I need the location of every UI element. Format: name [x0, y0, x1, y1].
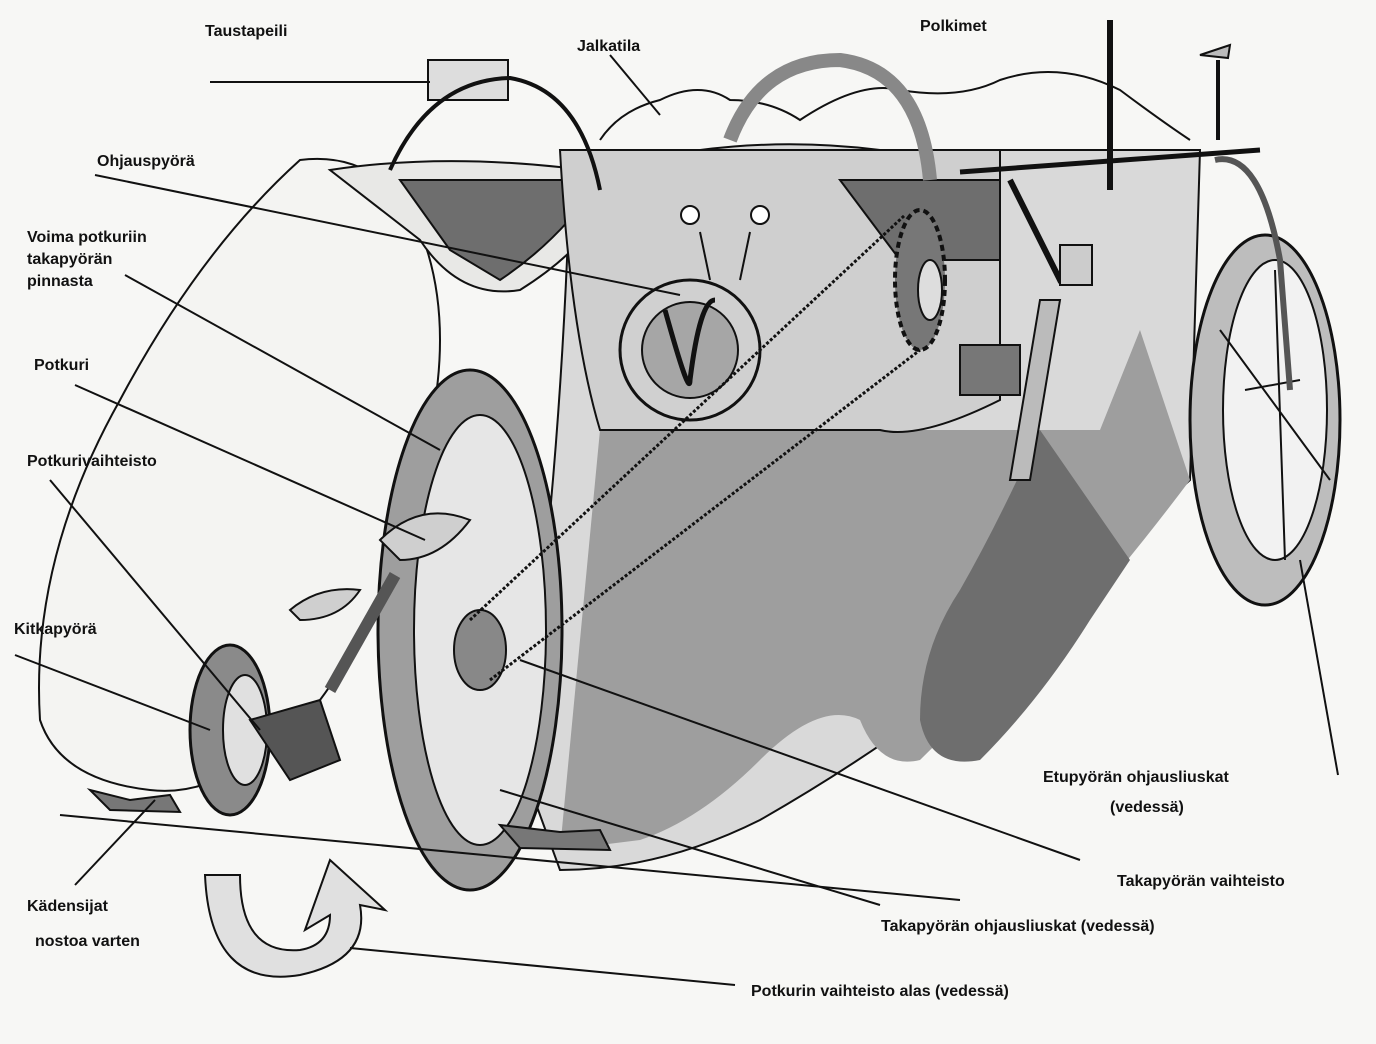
mirror-arc [388, 75, 602, 191]
chain-lower [489, 348, 921, 682]
label-voima-line2: takapyörän [27, 251, 113, 268]
leader-potkurin-vaihteisto [349, 947, 736, 986]
label-potkurin-vaihteisto: Potkurin vaihteisto alas (vedessä) [751, 983, 1009, 1000]
label-polkimet: Polkimet [920, 18, 987, 35]
label-etupyoran-line1: Etupyörän ohjausliuskat [1043, 769, 1229, 786]
label-kadensijat-line2: nostoa varten [35, 933, 140, 950]
leader-potkuri [74, 384, 426, 541]
label-etupyoran-line2: (vedessä) [1110, 799, 1184, 816]
label-takapyoran-ohjausliuskat: Takapyörän ohjausliuskat (vedessä) [881, 918, 1155, 935]
gear-block [959, 344, 1021, 396]
face-lines [699, 231, 751, 281]
steering-wheel-spokes [662, 297, 716, 387]
eye-right [750, 205, 770, 225]
crank-arm [1008, 299, 1062, 481]
sprocket-core [917, 259, 943, 321]
propeller-blade-upper [378, 512, 472, 562]
front-fork [1214, 156, 1293, 391]
rotation-arrow [203, 858, 389, 978]
seat [1199, 43, 1232, 60]
label-kadensijat-line1: Kädensijat [27, 898, 108, 915]
label-voima-line3: pinnasta [27, 273, 93, 290]
rear-wheel-hub [453, 609, 507, 691]
handlebar-arch [723, 52, 937, 181]
label-voima-line1: Voima potkuriin [27, 229, 147, 246]
bottom-rail [59, 814, 961, 901]
eye-left [680, 205, 700, 225]
leader-jalkatila [609, 54, 661, 116]
pedal [1059, 244, 1093, 286]
leader-voima [124, 274, 441, 451]
label-kitkapyora: Kitkapyörä [14, 621, 97, 638]
propeller-shaft [324, 572, 401, 693]
chain-upper [468, 213, 907, 622]
hull-torn-shade [920, 430, 1130, 762]
leader-etupyoran [1299, 559, 1339, 776]
label-takapyoran-vaihteisto: Takapyörän vaihteisto [1117, 873, 1285, 890]
leader-takapyoran-ohjausliuskat [499, 789, 881, 906]
steering-wheel-inner [641, 301, 739, 399]
propeller-blade-lower [288, 588, 362, 622]
handle-right [497, 823, 612, 852]
leader-kitkapyora [14, 654, 211, 731]
leader-kadensijat [74, 799, 156, 886]
label-ohjauspyora: Ohjauspyörä [97, 153, 195, 170]
gearbox-bracket [248, 698, 342, 782]
handle-left [86, 788, 182, 814]
front-wheel-rim [1222, 259, 1328, 561]
leader-takapyoran-vaihteisto [519, 659, 1081, 861]
frame-rail [959, 147, 1261, 175]
label-taustapeili: Taustapeili [205, 23, 288, 40]
label-potkuri: Potkuri [34, 357, 90, 374]
label-potkurivaihteisto: Potkurivaihteisto [27, 453, 157, 470]
leader-ohjauspyora [94, 174, 681, 296]
leader-potkurivaihteisto [49, 479, 261, 731]
label-jalkatila: Jalkatila [577, 38, 641, 55]
